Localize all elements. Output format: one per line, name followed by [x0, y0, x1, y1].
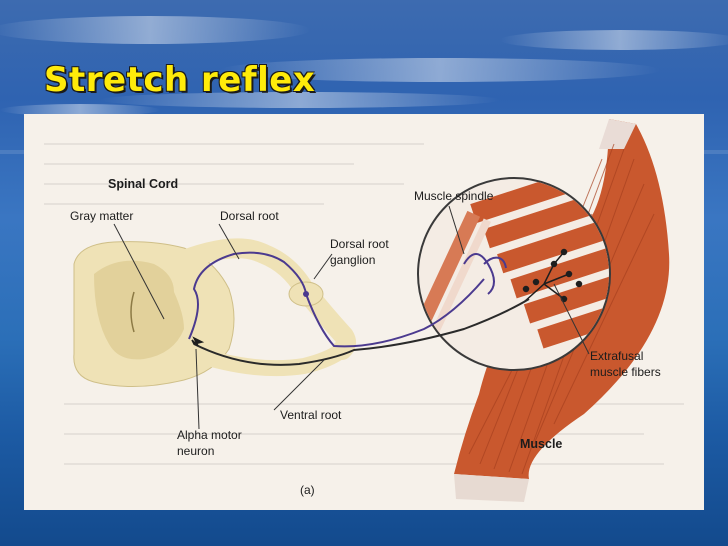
sensory-neuron-path [188, 251, 485, 348]
stretch-reflex-diagram: Spinal Cord Gray matter Dorsal root Dors… [24, 114, 704, 510]
label-gray-matter: Gray matter [70, 209, 133, 223]
label-muscle-spindle: Muscle spindle [414, 189, 494, 203]
label-muscle: Muscle [520, 437, 562, 451]
diagram-svg: Spinal Cord Gray matter Dorsal root Dors… [44, 119, 684, 502]
label-extrafusal-line1: Extrafusal [590, 349, 643, 363]
label-alpha-motor-line1: Alpha motor [177, 428, 242, 442]
label-extrafusal-line2: muscle fibers [590, 365, 661, 379]
label-dorsal-root-ganglion-line1: Dorsal root [330, 237, 389, 251]
label-spinal-cord: Spinal Cord [108, 177, 178, 191]
label-ventral-root: Ventral root [280, 408, 342, 422]
label-dorsal-root-ganglion-line2: ganglion [330, 253, 375, 267]
leader-lines [113, 205, 590, 430]
label-alpha-motor-line2: neuron [177, 444, 214, 458]
slide-title: Stretch reflex [44, 60, 316, 100]
label-dorsal-root: Dorsal root [220, 209, 279, 223]
magnified-spindle-circle [417, 177, 611, 371]
spinal-cord-section [73, 238, 357, 387]
motor-neuron-path [191, 298, 530, 366]
figure-tag: (a) [300, 483, 315, 497]
